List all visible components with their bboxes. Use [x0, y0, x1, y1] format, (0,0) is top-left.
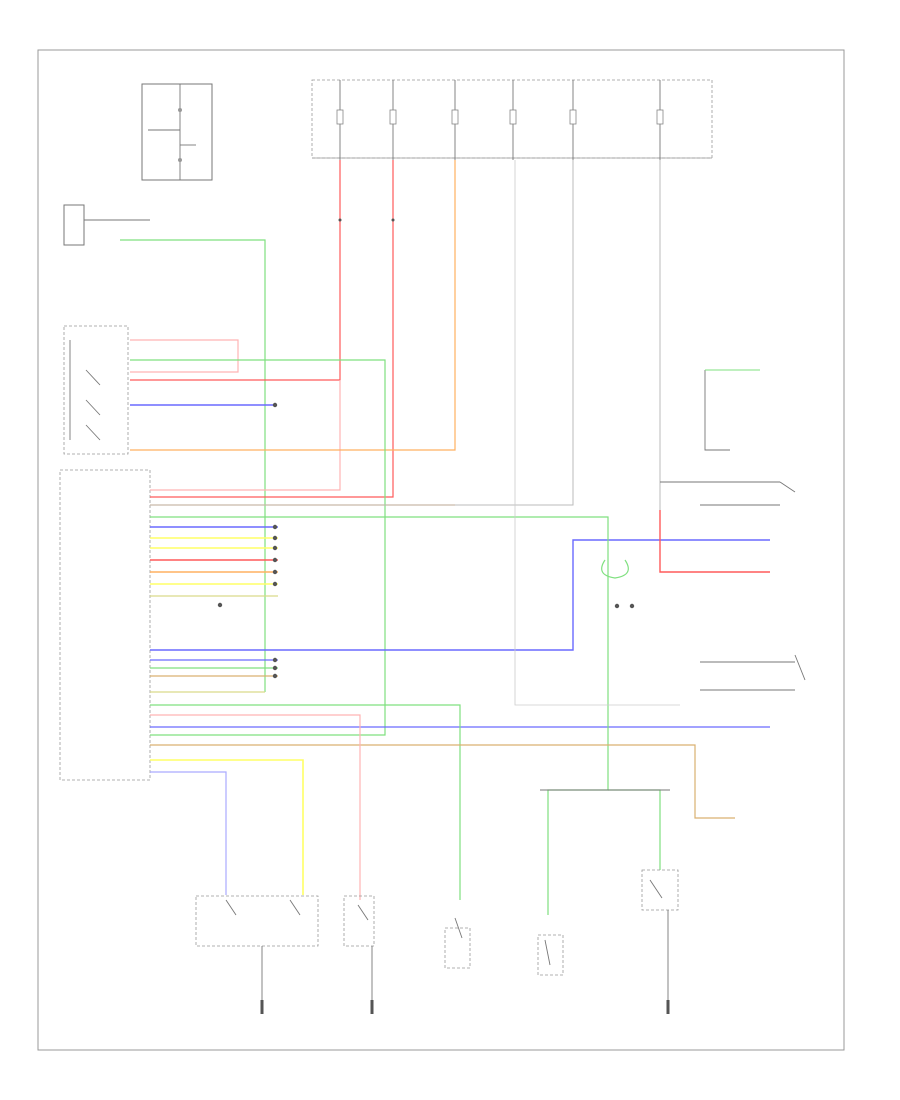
connector-dots	[217, 218, 635, 679]
bcm-connector-block	[59, 469, 151, 781]
wire-pink-fuse1	[150, 380, 341, 491]
right-switch-2	[700, 654, 806, 691]
left-top-connector	[63, 204, 150, 246]
wire-gray-fuse5	[150, 160, 574, 506]
fuse-5	[569, 80, 577, 160]
wire-orange-fuse3	[130, 160, 456, 451]
right-top-component	[704, 369, 760, 451]
fuse-6	[656, 80, 664, 160]
wire-red-fuse2	[150, 160, 394, 498]
green-loop	[601, 559, 629, 579]
wire-tan-right	[150, 744, 735, 819]
diagram-frame	[37, 49, 845, 1051]
right-switch-1	[660, 481, 796, 506]
wire-yellow-switch	[150, 759, 304, 895]
top-left-fuse-box	[141, 83, 213, 181]
wire-green-right	[150, 516, 609, 915]
fuse-1	[336, 80, 344, 160]
switch-bottom-3	[444, 917, 471, 969]
wire-green-bcm	[150, 704, 461, 900]
fuse-2	[389, 80, 397, 160]
wire-red-fuse1	[130, 160, 341, 381]
switch-bottom-left	[195, 895, 319, 1000]
wire-green-left	[120, 239, 266, 692]
wire-blue-right	[150, 539, 770, 651]
fuse-3	[451, 80, 459, 160]
wire-green-module	[130, 359, 386, 736]
wire-blue-switch	[150, 771, 227, 895]
fuse-relay-block	[311, 79, 713, 160]
wire-pink-top	[130, 339, 239, 373]
switch-bottom-4	[537, 934, 564, 976]
switch-bottom-2	[343, 895, 375, 1000]
relay-module-box	[63, 325, 129, 455]
switch-bottom-5	[641, 869, 679, 1000]
wire-green-right2	[608, 789, 661, 870]
wire-red-right	[659, 510, 770, 573]
wire-pink-switch	[150, 714, 361, 900]
wire-gray-frame	[514, 160, 680, 706]
fuse-4	[509, 80, 517, 160]
